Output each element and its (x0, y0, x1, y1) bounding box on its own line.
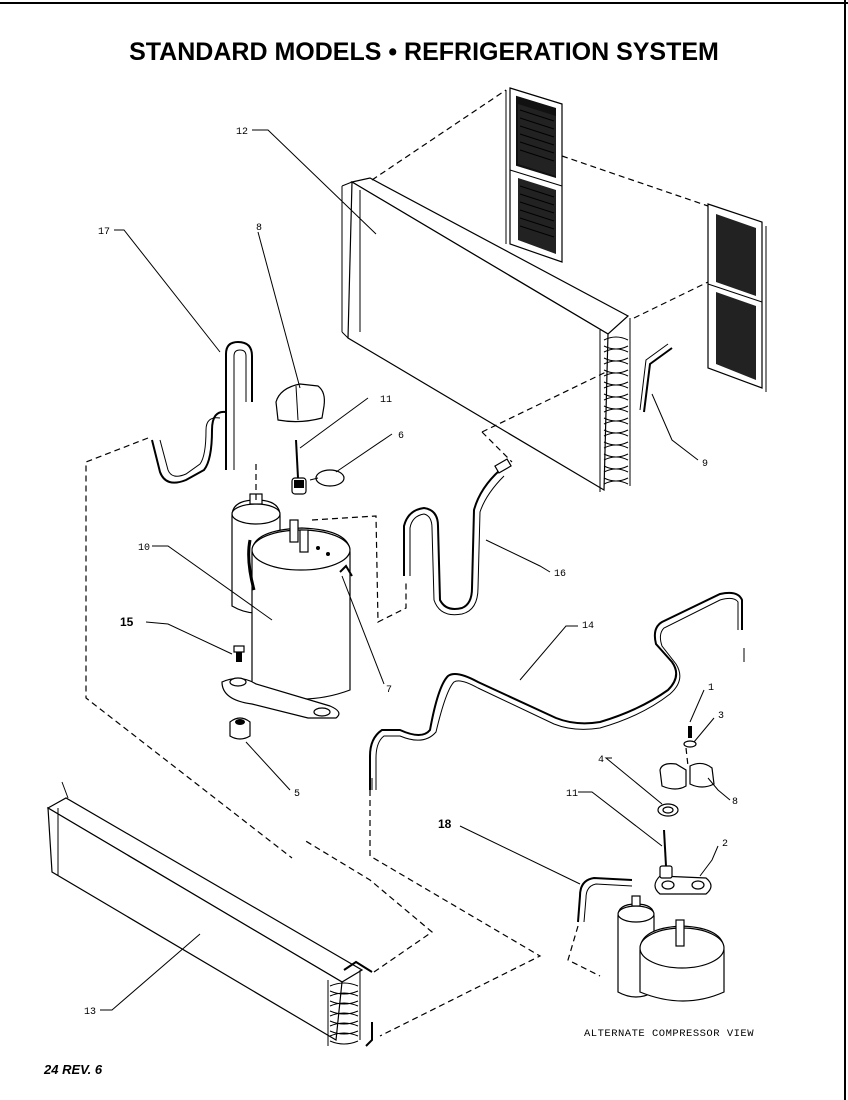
callout-2: 2 (722, 839, 728, 850)
callout-10: 10 (138, 543, 150, 554)
tube-part-18 (577, 876, 633, 923)
page-title: STANDARD MODELS • REFRIGERATION SYSTEM (129, 38, 719, 66)
callout-labels: 12 17 8 11 6 9 10 15 7 5 16 14 1 3 4 8 1… (84, 127, 738, 1018)
callout-4: 4 (598, 755, 604, 766)
alternate-compressor-caption: ALTERNATE COMPRESSOR VIEW (584, 1028, 755, 1040)
evaporator-part-13 (46, 781, 373, 1047)
page-footer: 24 REV. 6 (44, 1062, 103, 1077)
callout-6: 6 (398, 431, 404, 442)
top-border (0, 2, 848, 4)
callout-11: 11 (380, 395, 392, 406)
callout-1: 1 (708, 683, 714, 694)
callout-5: 5 (294, 789, 300, 800)
callout-8: 8 (256, 223, 262, 234)
condenser-panel-part-12 (341, 177, 631, 492)
suction-tube-part-17 (85, 340, 293, 859)
terminal-part-11 (291, 439, 307, 495)
cover-part-8 (275, 383, 325, 423)
callout-12: 12 (236, 127, 248, 138)
callout-14: 14 (582, 621, 594, 632)
leader-lines (100, 129, 731, 1011)
capillary-tube-part-14 (369, 591, 745, 790)
right-border (844, 0, 846, 1100)
alternate-compressor (617, 726, 725, 1002)
callout-17: 17 (98, 227, 110, 238)
compressor-part-10 (221, 493, 353, 719)
tube-part-9 (639, 343, 673, 413)
callout-3: 3 (718, 711, 724, 722)
callout-7: 7 (386, 685, 392, 696)
grommet-part-5 (229, 717, 251, 740)
screw-part-15 (233, 645, 245, 662)
callout-11-alt: 11 (566, 789, 578, 800)
callout-8-alt: 8 (732, 797, 738, 808)
callout-18: 18 (438, 817, 452, 831)
callout-9: 9 (702, 459, 708, 470)
callout-15: 15 (120, 615, 134, 629)
callout-13: 13 (84, 1007, 96, 1018)
callout-16: 16 (554, 569, 566, 580)
fitting-part-6 (309, 469, 345, 487)
lower-grille (707, 203, 767, 392)
discharge-tube-part-16 (403, 458, 512, 616)
upper-grille (505, 87, 563, 263)
